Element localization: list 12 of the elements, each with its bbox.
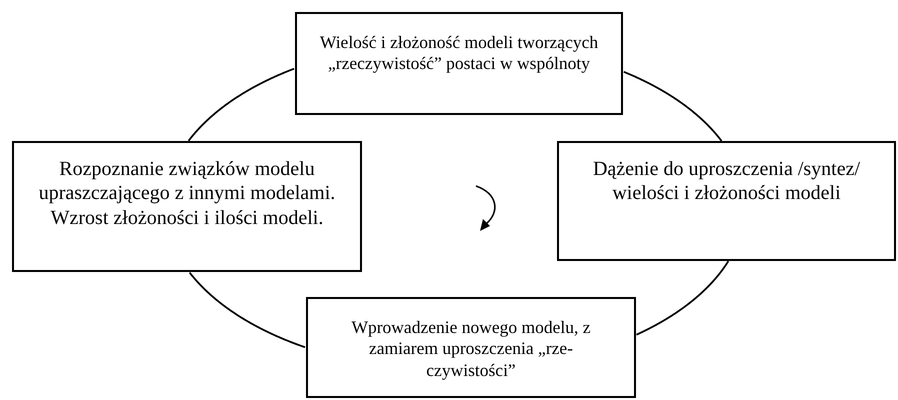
box-text: Wprowadzenie nowego modelu, z zamiarem uproszczenia „rze-czywistości” bbox=[350, 317, 592, 382]
box-text: Dążenie do uproszczenia /syntez/ wielości i złożoności modeli bbox=[592, 157, 862, 206]
connector-arc bbox=[188, 68, 294, 142]
process-box bbox=[295, 12, 623, 115]
connector-arc bbox=[636, 260, 730, 336]
connector-arc bbox=[623, 70, 722, 142]
process-box bbox=[557, 141, 896, 261]
box-text: Wielość i złożoność modeli tworzących „rzeczywistość” postaci w wspólnoty bbox=[318, 32, 600, 76]
connector-arc bbox=[188, 272, 306, 348]
process-box bbox=[306, 297, 636, 398]
process-box bbox=[12, 141, 362, 272]
box-text: Rozpoznanie związków modelu upraszczającego z innymi modelami. Wzrost złożoności i ilości modeli. bbox=[38, 157, 336, 231]
